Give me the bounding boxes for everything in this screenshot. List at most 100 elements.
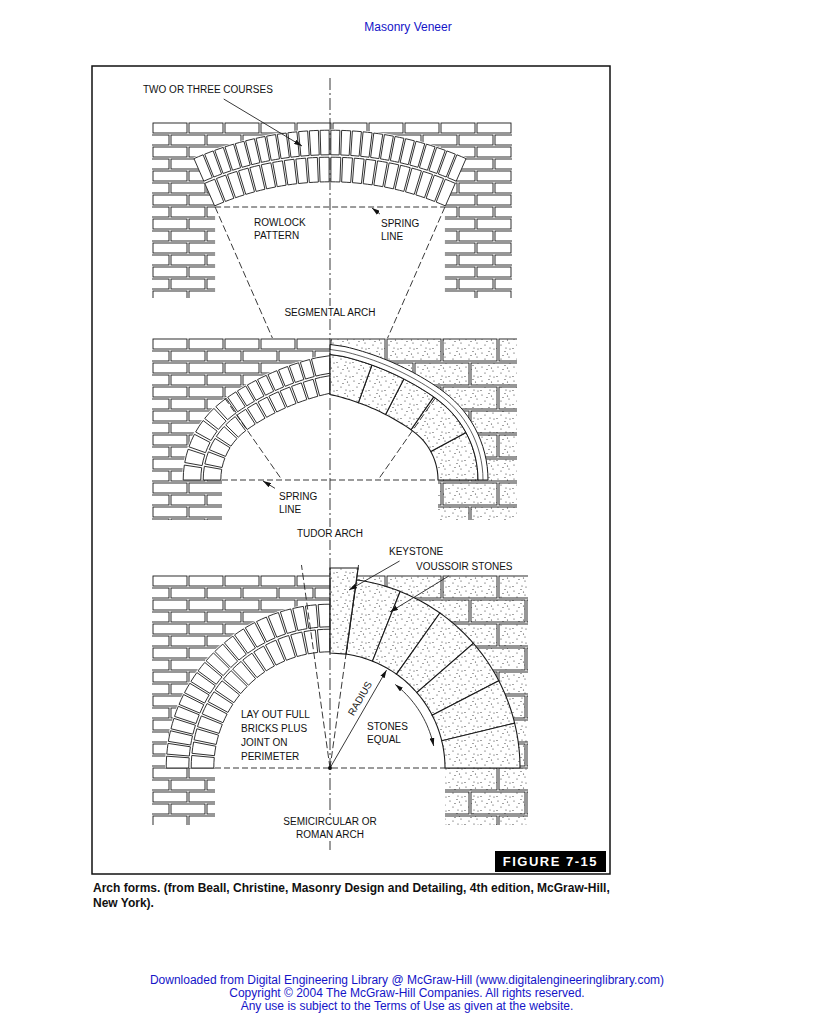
rowlock-brick bbox=[436, 179, 455, 206]
callout-label: KEYSTONE bbox=[388, 545, 444, 558]
brick-unit bbox=[189, 363, 223, 373]
brick-unit bbox=[152, 135, 169, 145]
brick-wall bbox=[117, 123, 529, 301]
brick-unit bbox=[459, 183, 493, 193]
brick-unit bbox=[152, 183, 169, 193]
brick-unit bbox=[171, 519, 205, 520]
stone-unit bbox=[330, 411, 357, 433]
brick-unit bbox=[369, 267, 403, 277]
leader-line bbox=[224, 99, 302, 146]
brick-unit bbox=[477, 195, 511, 205]
stone-unit bbox=[527, 648, 528, 670]
leader-line bbox=[263, 481, 275, 488]
radial-line bbox=[225, 398, 282, 480]
brick-unit bbox=[243, 351, 277, 361]
rowlock-brick-course bbox=[183, 356, 330, 480]
brick-unit bbox=[152, 207, 169, 217]
brick-unit bbox=[152, 279, 169, 289]
rowlock-brick bbox=[317, 629, 330, 652]
stone-unit bbox=[330, 507, 357, 520]
note-label: LAY OUT FULL BRICKS PLUS JOINT ON PERIME… bbox=[240, 708, 320, 764]
brick-unit bbox=[243, 519, 277, 520]
brick-unit bbox=[189, 291, 223, 298]
brick-unit bbox=[153, 171, 187, 181]
rowlock-brick bbox=[296, 158, 308, 183]
brick-unit bbox=[261, 600, 295, 610]
center-point bbox=[328, 766, 332, 770]
brick-unit bbox=[441, 291, 475, 298]
brick-unit bbox=[152, 231, 169, 241]
brick-unit bbox=[153, 387, 187, 397]
figure-title: SEGMENTAL ARCH bbox=[283, 306, 376, 319]
brick-wall-clip bbox=[152, 123, 512, 298]
brick-unit bbox=[279, 447, 313, 457]
brick-unit bbox=[171, 588, 205, 598]
brick-unit bbox=[279, 588, 313, 598]
brick-unit bbox=[495, 159, 512, 169]
center-line bbox=[330, 78, 331, 852]
brick-unit bbox=[387, 255, 421, 265]
rowlock-brick-course bbox=[166, 604, 330, 768]
stone-unit bbox=[443, 483, 497, 505]
brick-unit bbox=[152, 447, 169, 457]
brick-unit bbox=[225, 459, 259, 469]
brick-unit bbox=[459, 135, 493, 145]
brick-unit bbox=[152, 732, 169, 742]
brick-unit bbox=[351, 255, 385, 265]
rowlock-brick bbox=[273, 161, 286, 187]
stone-unit bbox=[330, 459, 357, 481]
brick-unit bbox=[207, 231, 241, 241]
brick-unit bbox=[171, 804, 205, 814]
brick-unit bbox=[369, 243, 403, 253]
brick-unit bbox=[153, 363, 187, 373]
brick-unit bbox=[207, 207, 241, 217]
brick-unit bbox=[315, 684, 330, 694]
brick-unit bbox=[153, 291, 187, 298]
brick-unit bbox=[315, 399, 330, 409]
stone-unit bbox=[471, 600, 525, 622]
brick-unit bbox=[279, 351, 313, 361]
rowlock-brick-course bbox=[203, 376, 330, 480]
rowlock-brick bbox=[315, 376, 330, 396]
stone-unit bbox=[359, 459, 413, 481]
brick-unit bbox=[189, 123, 223, 133]
brick-unit bbox=[261, 339, 295, 349]
brick-unit bbox=[315, 183, 349, 193]
stone-unit bbox=[387, 483, 441, 505]
footer-note: Any use is subject to the Terms of Use a… bbox=[240, 1000, 575, 1013]
brick-unit bbox=[152, 660, 169, 670]
brick-unit bbox=[351, 207, 385, 217]
brick-unit bbox=[153, 243, 187, 253]
brick-unit bbox=[225, 768, 259, 778]
brick-unit bbox=[153, 816, 187, 825]
stone-unit bbox=[331, 435, 385, 457]
figure-number-band: FIGURE 7-15 bbox=[495, 851, 606, 872]
brick-unit bbox=[315, 207, 349, 217]
stone-unit bbox=[527, 696, 528, 718]
stone-wall-clip bbox=[330, 339, 517, 520]
brick-unit bbox=[225, 123, 259, 133]
stone-unit bbox=[471, 363, 517, 385]
brick-unit bbox=[189, 243, 223, 253]
brick-unit bbox=[171, 612, 205, 622]
callout-label: SPRING LINE bbox=[380, 217, 422, 243]
brick-unit bbox=[261, 696, 295, 706]
brick-unit bbox=[495, 255, 512, 265]
stone-wall-clip bbox=[330, 576, 528, 825]
brick-unit bbox=[333, 291, 367, 298]
brick-unit bbox=[243, 495, 277, 505]
brick-unit bbox=[189, 339, 223, 349]
brick-unit bbox=[297, 792, 330, 802]
brick-unit bbox=[405, 267, 439, 277]
brick-unit bbox=[207, 375, 241, 385]
brick-unit bbox=[261, 672, 295, 682]
brick-unit bbox=[171, 231, 205, 241]
brick-unit bbox=[441, 123, 475, 133]
brick-unit bbox=[315, 588, 330, 598]
brick-unit bbox=[243, 255, 277, 265]
radial-line bbox=[378, 398, 435, 480]
rowlock-brick bbox=[341, 130, 351, 155]
brick-unit bbox=[225, 291, 259, 298]
brick-unit bbox=[279, 519, 313, 520]
brick-unit bbox=[315, 471, 330, 481]
